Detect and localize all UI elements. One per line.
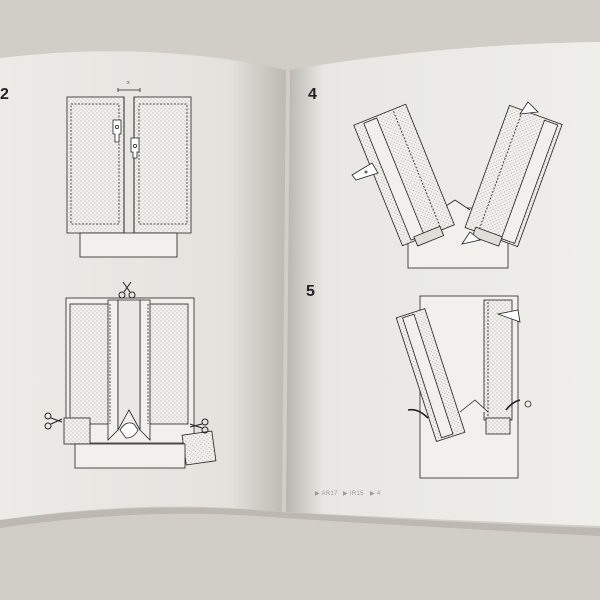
footer-ref-3: ▶ 4 <box>370 491 381 497</box>
iron-icon-2 <box>519 101 539 115</box>
step5-illustration <box>395 295 532 479</box>
step2-top-illustration <box>66 88 192 258</box>
step2-bottom-illustration <box>44 281 217 469</box>
footer-ref-2: ▶ IR15 <box>343 491 364 497</box>
scissors-icon-right <box>189 418 209 434</box>
iron-icon-4 <box>496 309 521 323</box>
page-bottom-edge <box>0 507 600 536</box>
step-number-5: 5 <box>306 283 315 300</box>
scissors-icon-left <box>44 412 63 430</box>
step-number-2: 2 <box>0 86 9 103</box>
footer-ref-1: ▶ AR17 <box>315 491 338 497</box>
hand-icon <box>119 422 139 439</box>
scissors-icon-top <box>118 281 136 299</box>
step4-illustration <box>351 101 563 269</box>
iron-icon-3 <box>461 231 481 245</box>
step-number-4: 4 <box>308 86 317 103</box>
dimension-label: x <box>127 80 130 86</box>
